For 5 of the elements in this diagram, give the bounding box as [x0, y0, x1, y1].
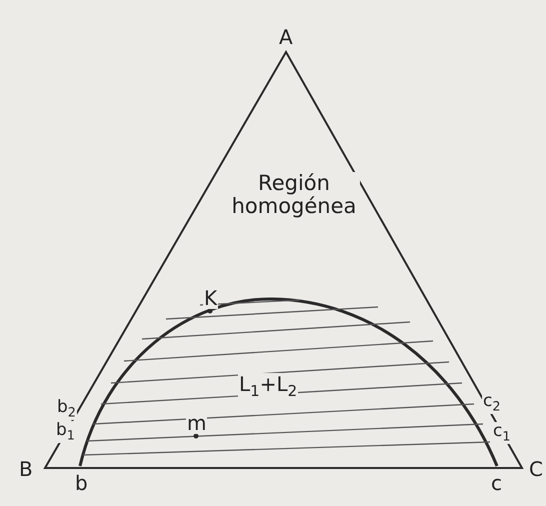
point-label: K	[203, 287, 218, 309]
point-label: b$_{2}$	[56, 398, 77, 420]
point-label: c$_{1}$	[492, 422, 512, 444]
phase-label: L$_{1}$+L$_{2}$	[238, 373, 298, 400]
point-label: b$_{1}$	[55, 421, 76, 444]
